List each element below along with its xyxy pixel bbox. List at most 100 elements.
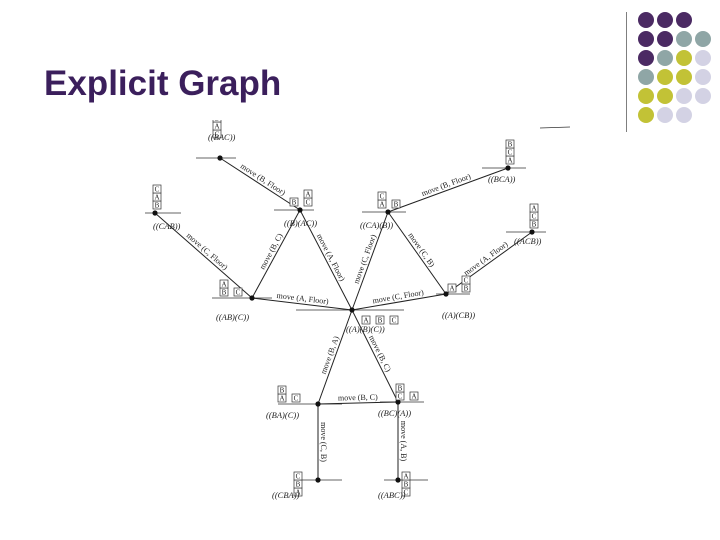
state-node xyxy=(152,210,158,216)
block-stack: CBA xyxy=(395,383,419,401)
block-label: C xyxy=(215,131,220,139)
edge-label: move (A, B) xyxy=(399,421,408,462)
decorative-dot-grid xyxy=(638,12,711,123)
block-label: A xyxy=(411,393,416,401)
block-label: C xyxy=(532,213,537,221)
decor-dot xyxy=(638,31,654,47)
explicit-graph-diagram: move (B, Floor) move (C, Floor) move (B, C… xyxy=(145,120,571,500)
decor-dot xyxy=(657,88,673,104)
state-node xyxy=(315,477,321,483)
graph-edge xyxy=(251,209,301,299)
block-label: C xyxy=(306,199,311,207)
state-node xyxy=(297,207,303,213)
state-node xyxy=(349,307,355,313)
decor-dot xyxy=(638,50,654,66)
block xyxy=(212,120,222,123)
edge-label: move (C, B) xyxy=(406,231,437,269)
block-label: C xyxy=(464,277,469,285)
edge-label: move (B, C) xyxy=(258,231,285,271)
decor-dot xyxy=(695,88,711,104)
block xyxy=(375,315,385,325)
block xyxy=(277,385,287,395)
state-node xyxy=(395,399,401,405)
graph-edge xyxy=(251,297,353,311)
state-label: ((CBA)) xyxy=(272,490,300,500)
state-label: ((BA)(C)) xyxy=(266,410,299,420)
graph-edge xyxy=(445,231,533,295)
state-node xyxy=(505,165,511,171)
edge-label: move (C, Floor) xyxy=(352,233,378,285)
block-label: A xyxy=(403,473,408,481)
block xyxy=(391,199,401,209)
block-label: A xyxy=(295,489,300,497)
block-stack: CAB xyxy=(212,120,222,139)
graph-edge xyxy=(387,211,447,295)
block-stack: ABC xyxy=(293,471,303,497)
block xyxy=(401,471,411,481)
block-label: B xyxy=(222,289,227,297)
block-label: C xyxy=(398,393,403,401)
state-label: ((CA)(B)) xyxy=(360,220,393,230)
state-node xyxy=(443,291,449,297)
block-label: B xyxy=(394,201,399,209)
graph-edge xyxy=(387,167,509,213)
graph-edge xyxy=(299,209,353,311)
block xyxy=(505,139,515,149)
block-stack: AC B xyxy=(377,191,401,209)
block xyxy=(377,191,387,201)
state-node xyxy=(529,229,535,235)
decor-dot xyxy=(657,69,673,85)
block-stack: BAC xyxy=(219,279,243,297)
block-label: B xyxy=(155,202,160,210)
state-node xyxy=(315,401,321,407)
block xyxy=(395,383,405,393)
edge-label: move (C, Floor) xyxy=(185,231,230,272)
edge-label: move (B, A) xyxy=(319,335,341,376)
block-label: C xyxy=(508,149,513,157)
block xyxy=(303,189,313,199)
block-label: B xyxy=(508,141,513,149)
graph-edge xyxy=(351,211,389,311)
block-label: B xyxy=(292,199,297,207)
block-label: B xyxy=(532,221,537,229)
graph-edge xyxy=(317,309,353,405)
block xyxy=(152,184,162,194)
block-label: C xyxy=(404,489,409,497)
edge-label: move (C, B) xyxy=(319,422,328,462)
state-label: ((BCA)) xyxy=(488,174,516,184)
block-label: A xyxy=(221,281,226,289)
table-line xyxy=(539,126,571,129)
block-label: C xyxy=(380,193,385,201)
block-label: A xyxy=(214,123,219,131)
state-label: ((BC)(A)) xyxy=(378,408,411,418)
decorative-vertical-rule xyxy=(626,12,627,132)
decor-dot xyxy=(695,31,711,47)
edge-label: move (B, Floor) xyxy=(420,172,472,198)
decor-dot xyxy=(695,69,711,85)
block xyxy=(233,287,243,297)
block-label: A xyxy=(363,317,368,325)
state-label: ((CAB)) xyxy=(153,221,181,231)
block xyxy=(461,275,471,285)
block-stack: ACB xyxy=(505,139,515,165)
state-label: ((A)(CB)) xyxy=(442,310,475,320)
graph-edge xyxy=(351,309,399,403)
state-label: ((AB)(C)) xyxy=(216,312,249,322)
block-label: C xyxy=(294,395,299,403)
edge-label: move (B, C) xyxy=(338,393,378,403)
state-label: ((ACB)) xyxy=(514,236,542,246)
block-label: B xyxy=(378,317,383,325)
decor-dot xyxy=(676,50,692,66)
edge-label: move (B, C) xyxy=(367,334,393,374)
block-label: B xyxy=(215,120,220,123)
slide-title: Explicit Graph xyxy=(44,64,282,103)
block-stack: CBA xyxy=(401,471,411,497)
decor-dot xyxy=(676,31,692,47)
decor-dot xyxy=(638,107,654,123)
block-label: A xyxy=(279,395,284,403)
block-label: B xyxy=(296,481,301,489)
block-label: A xyxy=(379,201,384,209)
block-label: C xyxy=(392,317,397,325)
graph-edge xyxy=(351,293,447,311)
